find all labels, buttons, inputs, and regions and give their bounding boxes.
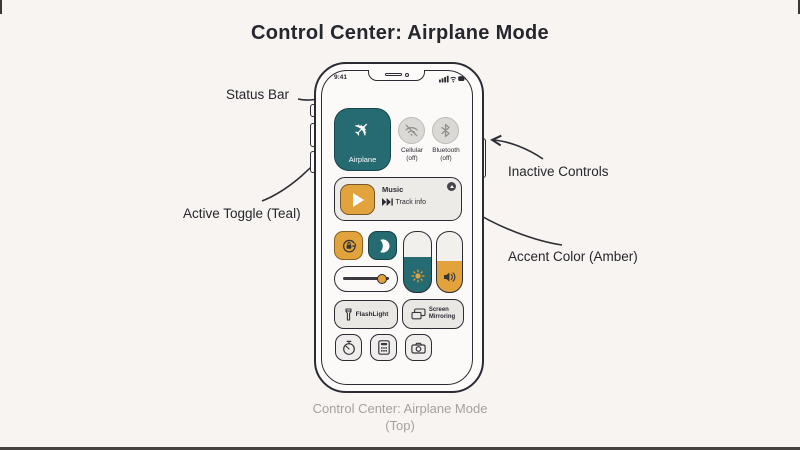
screen-mirroring-icon [411,308,426,320]
signal-strength-icon [439,75,449,83]
arrow-inactive-controls [490,134,544,160]
figure-caption-line1: Control Center: Airplane Mode [312,401,488,416]
bluetooth-label: Bluetooth (off) [419,147,473,163]
bluetooth-off-icon [441,123,450,138]
calculator-icon [377,340,390,355]
airplane-toggle-label: Airplane [348,155,377,164]
music-subtitle-row: Track info [382,198,426,206]
page-title: Control Center: Airplane Mode [251,22,549,44]
brightness-sun-icon [410,269,425,283]
camera-button[interactable] [405,334,432,361]
slider-knob[interactable] [377,273,387,284]
frame-edge-top-right [798,0,800,14]
orientation-lock-icon [342,239,356,252]
phone-screen: 9:41 ✈ [321,69,473,385]
annotation-inactive-controls: Inactive Controls [508,164,609,179]
timer-icon [342,340,355,355]
battery-icon [458,76,466,81]
screen-mirroring-button[interactable]: Screen Mirroring [402,299,464,329]
phone-frame: 9:41 ✈ [314,62,484,393]
volume-speaker-icon [443,272,455,282]
cellular-label: Cellular (off) [385,147,439,163]
camera-icon [411,342,426,354]
bluetooth-toggle[interactable] [432,117,459,144]
frame-edge-bottom [0,447,800,450]
play-button[interactable] [340,184,375,215]
track-info-text: Track info [395,198,426,206]
audio-output-icon[interactable] [447,182,456,191]
music-player-card[interactable]: Music Track info [334,177,462,221]
phone-notch [368,69,425,81]
cellular-toggle[interactable] [398,117,425,144]
earpiece-speaker [384,72,402,77]
horizontal-slider[interactable] [334,266,398,292]
front-camera [404,72,409,77]
screen-mirroring-label: Screen Mirroring [428,307,456,320]
volume-slider[interactable] [436,231,463,293]
figure-caption-line2: (Top) [385,418,415,433]
flashlight-icon [345,308,352,321]
bluetooth-state: (off) [440,155,452,163]
wifi-icon [450,76,457,83]
play-icon [353,192,364,207]
calculator-button[interactable] [370,334,397,361]
flashlight-label: FlashLight [355,311,389,318]
status-bar-time: 9:41 [334,73,348,81]
do-not-disturb-toggle[interactable] [368,231,397,260]
slider-track [343,277,389,280]
flashlight-button[interactable]: FlashLight [334,300,398,329]
airplane-icon: ✈ [349,116,377,144]
brightness-slider[interactable] [403,231,432,293]
annotation-accent-color: Accent Color (Amber) [508,249,638,264]
airplane-mode-toggle[interactable]: ✈ Airplane [334,108,391,171]
status-bar-icons [439,75,466,83]
annotation-status-bar: Status Bar [226,87,290,102]
next-track-icon [382,198,393,206]
frame-edge-top-left [0,0,2,14]
cellular-off-icon [405,124,418,137]
annotation-active-toggle: Active Toggle (Teal) [183,206,301,221]
timer-button[interactable] [335,334,362,361]
cellular-state: (off) [406,155,418,163]
moon-icon [379,238,390,253]
orientation-lock-toggle[interactable] [334,231,363,260]
music-title: Music [382,185,404,194]
